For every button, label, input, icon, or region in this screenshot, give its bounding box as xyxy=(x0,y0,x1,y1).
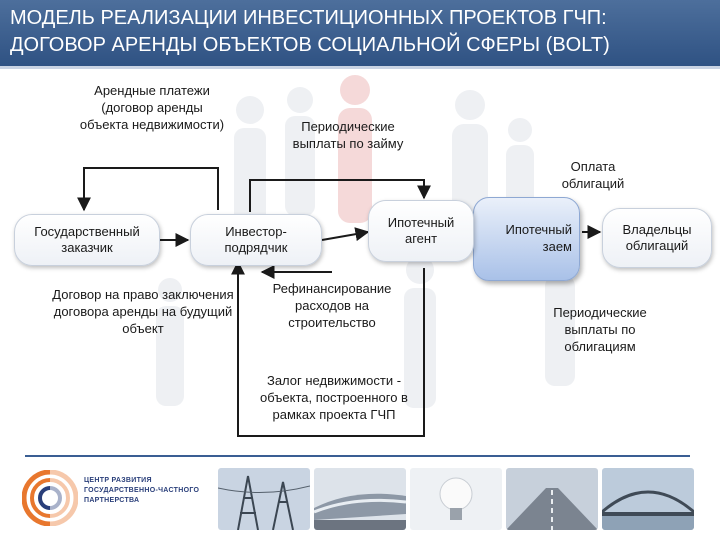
ppp-center-logo: ЦЕНТР РАЗВИТИЯ ГОСУДАРСТВЕННО-ЧАСТНОГО П… xyxy=(21,469,222,530)
label-periodic-bond-payments: Периодические выплаты по облигациям xyxy=(553,305,647,354)
node-mortgage-agent: Ипотечный агент xyxy=(368,200,474,262)
label-lease-right-contract: Договор на право заключения договора аре… xyxy=(52,287,234,336)
title-line-2: ДОГОВОР АРЕНДЫ ОБЪЕКТОВ СОЦИАЛЬНОЙ СФЕРЫ… xyxy=(10,34,610,56)
arrow-periodic-loan-payments xyxy=(249,179,431,212)
page-title: МОДЕЛЬ РЕАЛИЗАЦИИ ИНВЕСТИЦИОННЫХ ПРОЕКТО… xyxy=(0,0,720,66)
label-periodic-loan-payments: Периодические выплаты по займу xyxy=(292,119,404,151)
logo-emblem-icon xyxy=(21,469,80,527)
label-bond-payment: Оплата облигаций xyxy=(561,159,625,191)
photo-light-bulb xyxy=(410,468,502,530)
gov-customer-label: Государственный заказчик xyxy=(34,224,140,255)
arrow-collateral xyxy=(231,260,425,437)
mortgage-agent-label: Ипотечный агент xyxy=(387,215,455,246)
logo-text: ЦЕНТР РАЗВИТИЯ ГОСУДАРСТВЕННО-ЧАСТНОГО П… xyxy=(84,477,200,504)
flow-connectors xyxy=(77,167,602,437)
arrow-investor-to-agent xyxy=(321,227,370,242)
arrow-rent-payments xyxy=(77,167,219,212)
bondholders-label: Владельцы облигаций xyxy=(622,222,692,253)
label-collateral: Залог недвижимости - объекта, построенно… xyxy=(260,373,408,422)
photo-road xyxy=(506,468,598,530)
node-gov-customer: Государственный заказчик xyxy=(14,214,160,266)
node-investor: Инвестор-подрядчик xyxy=(190,214,322,266)
header-divider xyxy=(0,66,720,69)
footer-divider xyxy=(25,455,690,457)
photo-power-lines xyxy=(218,468,310,530)
label-refinancing: Рефинансирование расходов на строительст… xyxy=(272,281,392,330)
title-line-1: МОДЕЛЬ РЕАЛИЗАЦИИ ИНВЕСТИЦИОННЫХ ПРОЕКТО… xyxy=(10,7,607,29)
photo-bridge xyxy=(602,468,694,530)
node-bondholders: Владельцы облигаций xyxy=(602,208,712,268)
photo-train xyxy=(314,468,406,530)
investor-label: Инвестор-подрядчик xyxy=(224,224,288,255)
mortgage-loan-label: Ипотечный заем xyxy=(505,222,573,254)
label-rent-payments: Арендные платежи (договор аренды объекта… xyxy=(79,83,225,132)
